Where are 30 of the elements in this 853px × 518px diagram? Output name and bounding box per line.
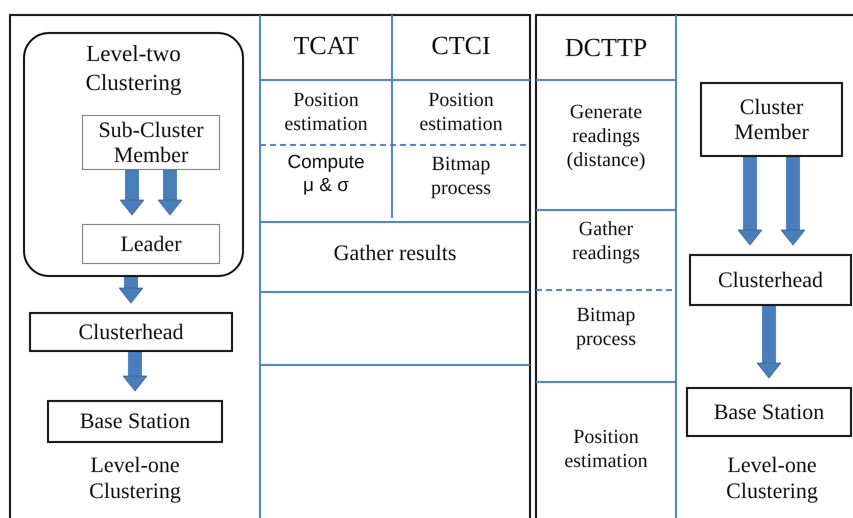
table-cell-text: Position estimation (418, 88, 504, 136)
caption-text: Level-one Clustering (88, 452, 182, 505)
table-cell-text: Position estimation (563, 425, 649, 473)
table-cell-text: Gather readings (571, 217, 641, 265)
column-header: CTCI (430, 30, 492, 62)
process-box: Clusterhead (689, 254, 852, 306)
table-cell-text: Bitmap process (575, 303, 637, 351)
table-cell-text: Generate readings (distance) (566, 100, 646, 172)
column-header: TCAT (292, 30, 360, 62)
process-box: Cluster Member (700, 82, 843, 157)
block-arrow (120, 170, 144, 216)
process-box: Sub-Cluster Member (82, 115, 220, 170)
block-arrow (118, 277, 144, 304)
block-arrow (738, 157, 762, 246)
block-arrow (756, 306, 782, 378)
process-box: Base Station (686, 387, 852, 437)
process-box: Base Station (47, 400, 223, 443)
block-arrow (122, 352, 148, 392)
column-header: DCTTP (564, 32, 648, 64)
table-cell-text: Gather results (332, 240, 458, 266)
block-arrow (780, 157, 806, 246)
table-cell-text: Compute μ & σ (286, 152, 366, 198)
caption-text: Level-one Clustering (725, 452, 819, 505)
group-box (23, 32, 244, 277)
group-title: Level-two Clustering (84, 40, 182, 97)
table-cell-text: Bitmap process (430, 152, 492, 200)
block-arrow (158, 170, 182, 216)
table-cell-text: Position estimation (283, 88, 369, 136)
process-box: Leader (82, 224, 220, 264)
process-box: Clusterhead (29, 312, 233, 352)
